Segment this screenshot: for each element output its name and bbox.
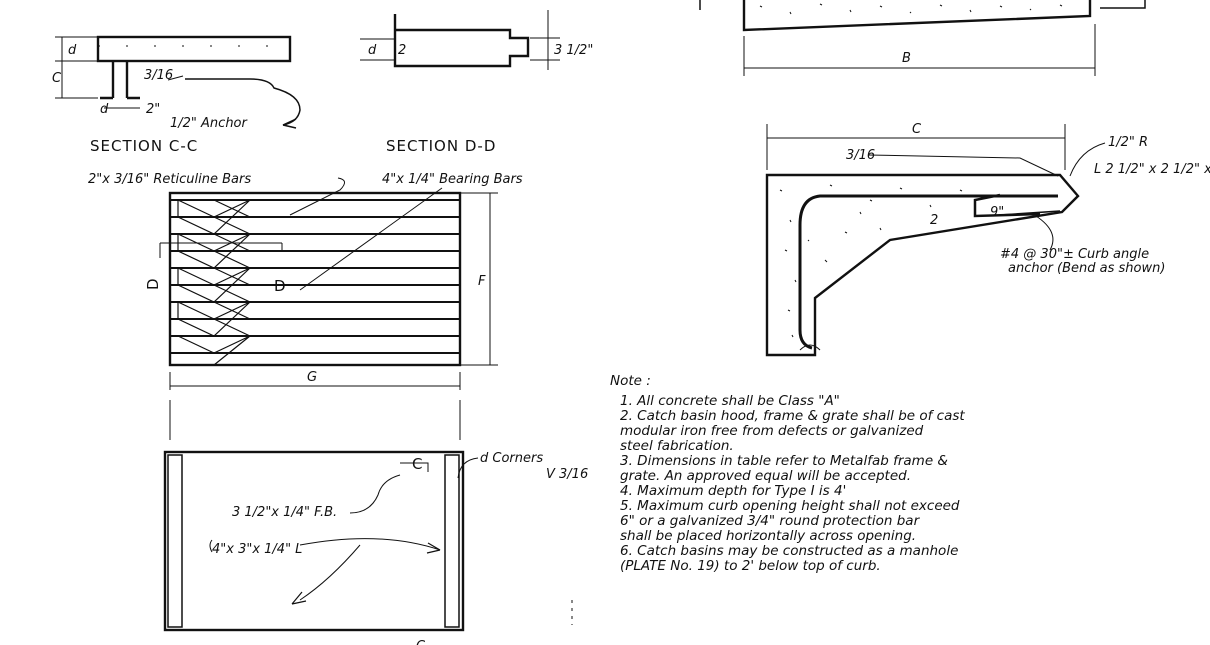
note-line: shall be placed horizontally across open… <box>620 528 916 544</box>
reticuline-bars <box>177 199 251 366</box>
frame-corners-weld: V 3/16 <box>546 467 588 482</box>
note-line: 5. Maximum curb opening height shall not… <box>620 498 960 514</box>
curb-anchor-line1: #4 @ 30"± Curb angle <box>1000 247 1149 262</box>
bearing-bars <box>170 199 460 354</box>
curb-stipple <box>779 184 963 351</box>
curb-dim-9: 9" <box>990 205 1004 220</box>
concrete-stipple <box>759 3 1063 15</box>
grate-plan: 2"x 3/16" Reticuline Bars 4"x 1/4" Beari… <box>88 172 523 440</box>
note-line: 1. All concrete shall be Class "A" <box>620 393 840 409</box>
frame-flat-bar-label: 3 1/2"x 1/4" F.B. <box>232 505 337 520</box>
notes-heading: Note : <box>610 373 651 389</box>
section-cut-dd: D D <box>144 242 287 295</box>
partial-slab <box>742 0 1092 32</box>
section-dd: d 2 3 1/2" SECTION D-D <box>360 10 593 155</box>
curb-concrete <box>765 173 1080 357</box>
curb-angle-label: L 2 1/2" x 2 1/2" x 1/4" <box>1094 162 1210 177</box>
note-line: grate. An approved equal will be accepte… <box>620 468 911 484</box>
section-dd-dim-2: 2 <box>398 43 406 58</box>
frame-angle-label: 4"x 3"x 1/4" L <box>212 542 302 557</box>
section-cc-anchor-label: 1/2" Anchor <box>170 116 249 131</box>
notes-block: Note : 1. All concrete shall be Class "A… <box>610 373 965 574</box>
section-dd-dim-d: d <box>368 43 377 58</box>
frame-left-angle <box>167 454 183 628</box>
note-line: modular iron free from defects or galvan… <box>620 423 924 439</box>
section-cc-grate-plate <box>96 35 292 63</box>
note-line: 3. Dimensions in table refer to Metalfab… <box>620 453 948 469</box>
curb-section: C 3/16 1/2" R L 2 1/2" x 2 1/2" x 1/4" 2… <box>765 122 1210 357</box>
note-line: 6. Catch basins may be constructed as a … <box>620 543 958 559</box>
grate-outline <box>168 191 462 367</box>
note-line: (PLATE No. 19) to 2' below top of curb. <box>620 558 881 574</box>
top-right-view: B <box>699 0 1146 76</box>
curb-weld: 3/16 <box>846 148 875 163</box>
top-right-dim-b: B <box>902 51 911 66</box>
section-mark-d-left: D <box>144 277 162 290</box>
section-mark-d-right: D <box>274 277 287 295</box>
curb-dim-2: 2 <box>930 213 938 228</box>
grate-dim-f: F <box>478 274 486 289</box>
note-line: steel fabrication. <box>620 438 734 454</box>
section-cc-frame-angle <box>100 61 140 100</box>
grate-dim-g: G <box>307 370 317 385</box>
bearing-bars-label: 4"x 1/4" Bearing Bars <box>382 172 523 187</box>
frame-corners-label: d Corners <box>480 451 543 466</box>
section-dd-bar <box>393 14 530 68</box>
curb-dim-c: C <box>912 122 922 137</box>
section-cc-dim-d-top: d <box>68 43 77 58</box>
frame-bottom-mark: C <box>416 639 426 645</box>
curb-radius: 1/2" R <box>1108 135 1148 150</box>
frame-section-mark-c: C <box>412 455 423 473</box>
reticuline-bars-label: 2"x 3/16" Reticuline Bars <box>88 172 251 187</box>
note-line: 6" or a galvanized 3/4" round protection… <box>620 513 921 529</box>
curb-reinforcing <box>798 194 1058 350</box>
note-line: 2. Catch basin hood, frame & grate shall… <box>620 408 965 424</box>
section-cc-dim-c: C <box>52 71 62 86</box>
section-dd-title: SECTION D-D <box>386 137 496 155</box>
frame-outline <box>163 450 465 632</box>
note-line: 4. Maximum depth for Type I is 4' <box>620 483 846 499</box>
section-cc: d C 3/16 d 2" 1/2" Anchor SECTION C-C <box>52 35 301 155</box>
curb-anchor-line2: anchor (Bend as shown) <box>1008 261 1165 276</box>
section-cc-title: SECTION C-C <box>90 137 198 155</box>
section-cc-dim-2: 2" <box>146 102 160 117</box>
frame-right-angle <box>444 454 460 628</box>
section-cc-weld: 3/16 <box>144 68 173 83</box>
frame-plan: C d Corners V 3/16 3 1/2"x 1/4" F.B. 4"x… <box>163 450 588 645</box>
section-cc-dim-d-bottom: d <box>100 102 109 117</box>
section-dd-dim-3half: 3 1/2" <box>554 43 593 58</box>
